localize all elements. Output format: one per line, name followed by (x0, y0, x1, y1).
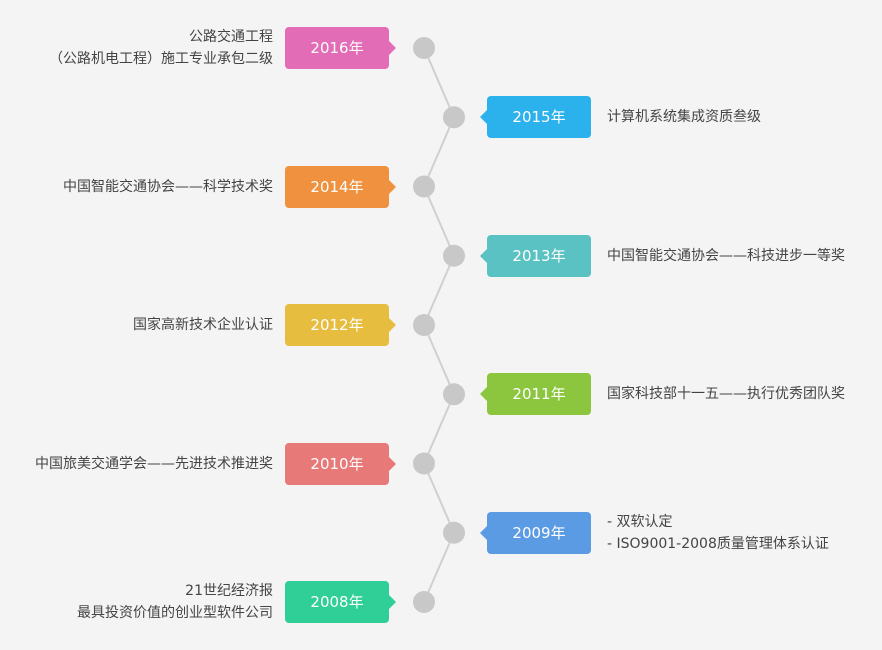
event-description-line: 21世纪经济报 (185, 583, 273, 599)
event-description-line: 国家科技部十一五——执行优秀团队奖 (607, 386, 845, 403)
year-badge: 2013年 (480, 234, 591, 277)
event-description-line: （公路机电工程）施工专业承包二级 (49, 51, 273, 67)
timeline-node (443, 106, 465, 129)
timeline-node (443, 521, 465, 544)
year-badge: 2010年 (285, 442, 396, 485)
event-description: 中国智能交通协会——科技进步一等奖 (607, 245, 845, 267)
event-description: 国家高新技术企业认证 (133, 314, 273, 336)
event-description: 公路交通工程 （公路机电工程）施工专业承包二级 (49, 26, 273, 70)
event-description-line: 中国智能交通协会——科技进步一等奖 (607, 247, 845, 264)
timeline-node (413, 37, 435, 59)
event-description: - 双软认定 - ISO9001-2008质量管理体系认证 (607, 511, 829, 555)
year-badge: 2009年 (480, 511, 591, 554)
event-description: 计算机系统集成资质叁级 (607, 106, 761, 128)
year-badge: 2011年 (480, 373, 591, 416)
event-description-line: 最具投资价值的创业型软件公司 (77, 605, 273, 621)
year-badge: 2008年 (285, 581, 396, 623)
event-description: 21世纪经济报最具投资价值的创业型软件公司 (77, 580, 273, 624)
timeline-node (413, 591, 435, 613)
year-badge: 2016年 (285, 27, 396, 69)
event-description-line: - 双软认定 (607, 513, 673, 530)
event-description: 中国旅美交通学会——先进技术推进奖 (35, 453, 273, 475)
year-badge: 2015年 (480, 96, 591, 139)
timeline-node (413, 175, 435, 198)
timeline-node (443, 383, 465, 406)
event-description: 中国智能交通协会——科学技术奖 (63, 176, 273, 198)
event-description-line: 国家高新技术企业认证 (133, 317, 273, 333)
event-description-line: 中国智能交通协会——科学技术奖 (63, 178, 273, 195)
timeline-node (413, 314, 435, 336)
event-description-line: - ISO9001-2008质量管理体系认证 (607, 535, 829, 552)
timeline-node (443, 244, 465, 267)
timeline-node (413, 452, 435, 475)
event-description-line: 计算机系统集成资质叁级 (607, 109, 761, 126)
event-description-line: 公路交通工程 (189, 29, 273, 45)
event-description: 国家科技部十一五——执行优秀团队奖 (607, 383, 845, 405)
year-badge: 2014年 (285, 165, 396, 208)
event-description-line: 中国旅美交通学会——先进技术推进奖 (35, 455, 273, 472)
year-badge: 2012年 (285, 304, 396, 346)
